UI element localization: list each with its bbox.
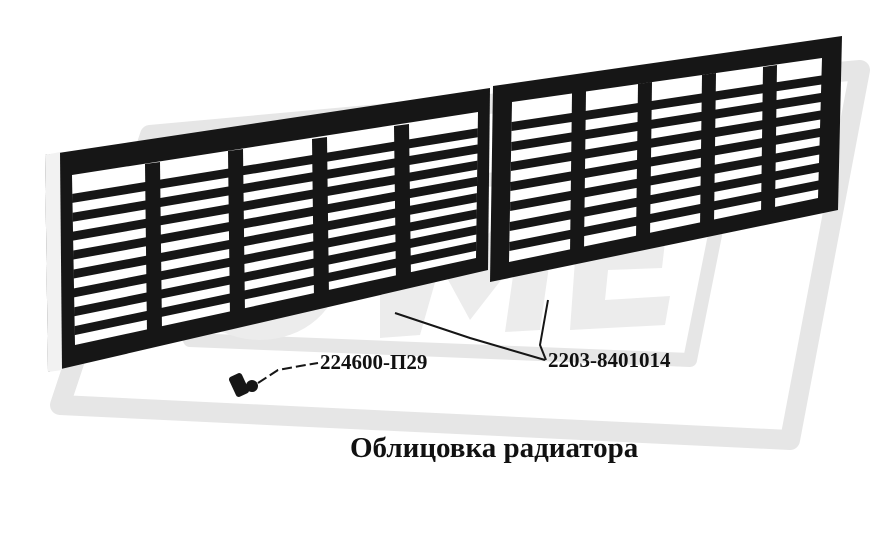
grille-slat [74, 241, 477, 336]
grille-slat [72, 144, 478, 222]
grille-ribs-right [570, 65, 777, 253]
grille-slat [511, 75, 822, 131]
leader-line-grille-left [394, 312, 546, 361]
part-number-screw: 224600-П29 [320, 350, 428, 374]
grille-slat [510, 110, 821, 171]
grille-slat [509, 163, 819, 231]
grille-panel-right [490, 36, 842, 282]
part-number-grille: 2203-8401014 [548, 348, 671, 372]
grille-slat [72, 128, 478, 203]
leader-line-grille-right [538, 299, 549, 361]
screw-icon [228, 373, 258, 397]
grille-ribs-left [145, 124, 411, 334]
grille-slat [73, 176, 478, 260]
grille-slat [74, 225, 477, 317]
leader-line-screw [257, 362, 319, 384]
grille-slat [510, 128, 820, 191]
grille-slats-right [509, 75, 822, 251]
grille-slat [509, 180, 819, 251]
diagram-title: Облицовка радиатора [350, 432, 639, 464]
grille-slat [74, 209, 477, 298]
grille-slat [510, 145, 820, 211]
grille-slat [511, 93, 821, 151]
grille-panel-left [45, 88, 490, 372]
grille-slats-left [72, 128, 478, 336]
grille-slat [73, 193, 477, 279]
grille-slat [73, 160, 478, 241]
